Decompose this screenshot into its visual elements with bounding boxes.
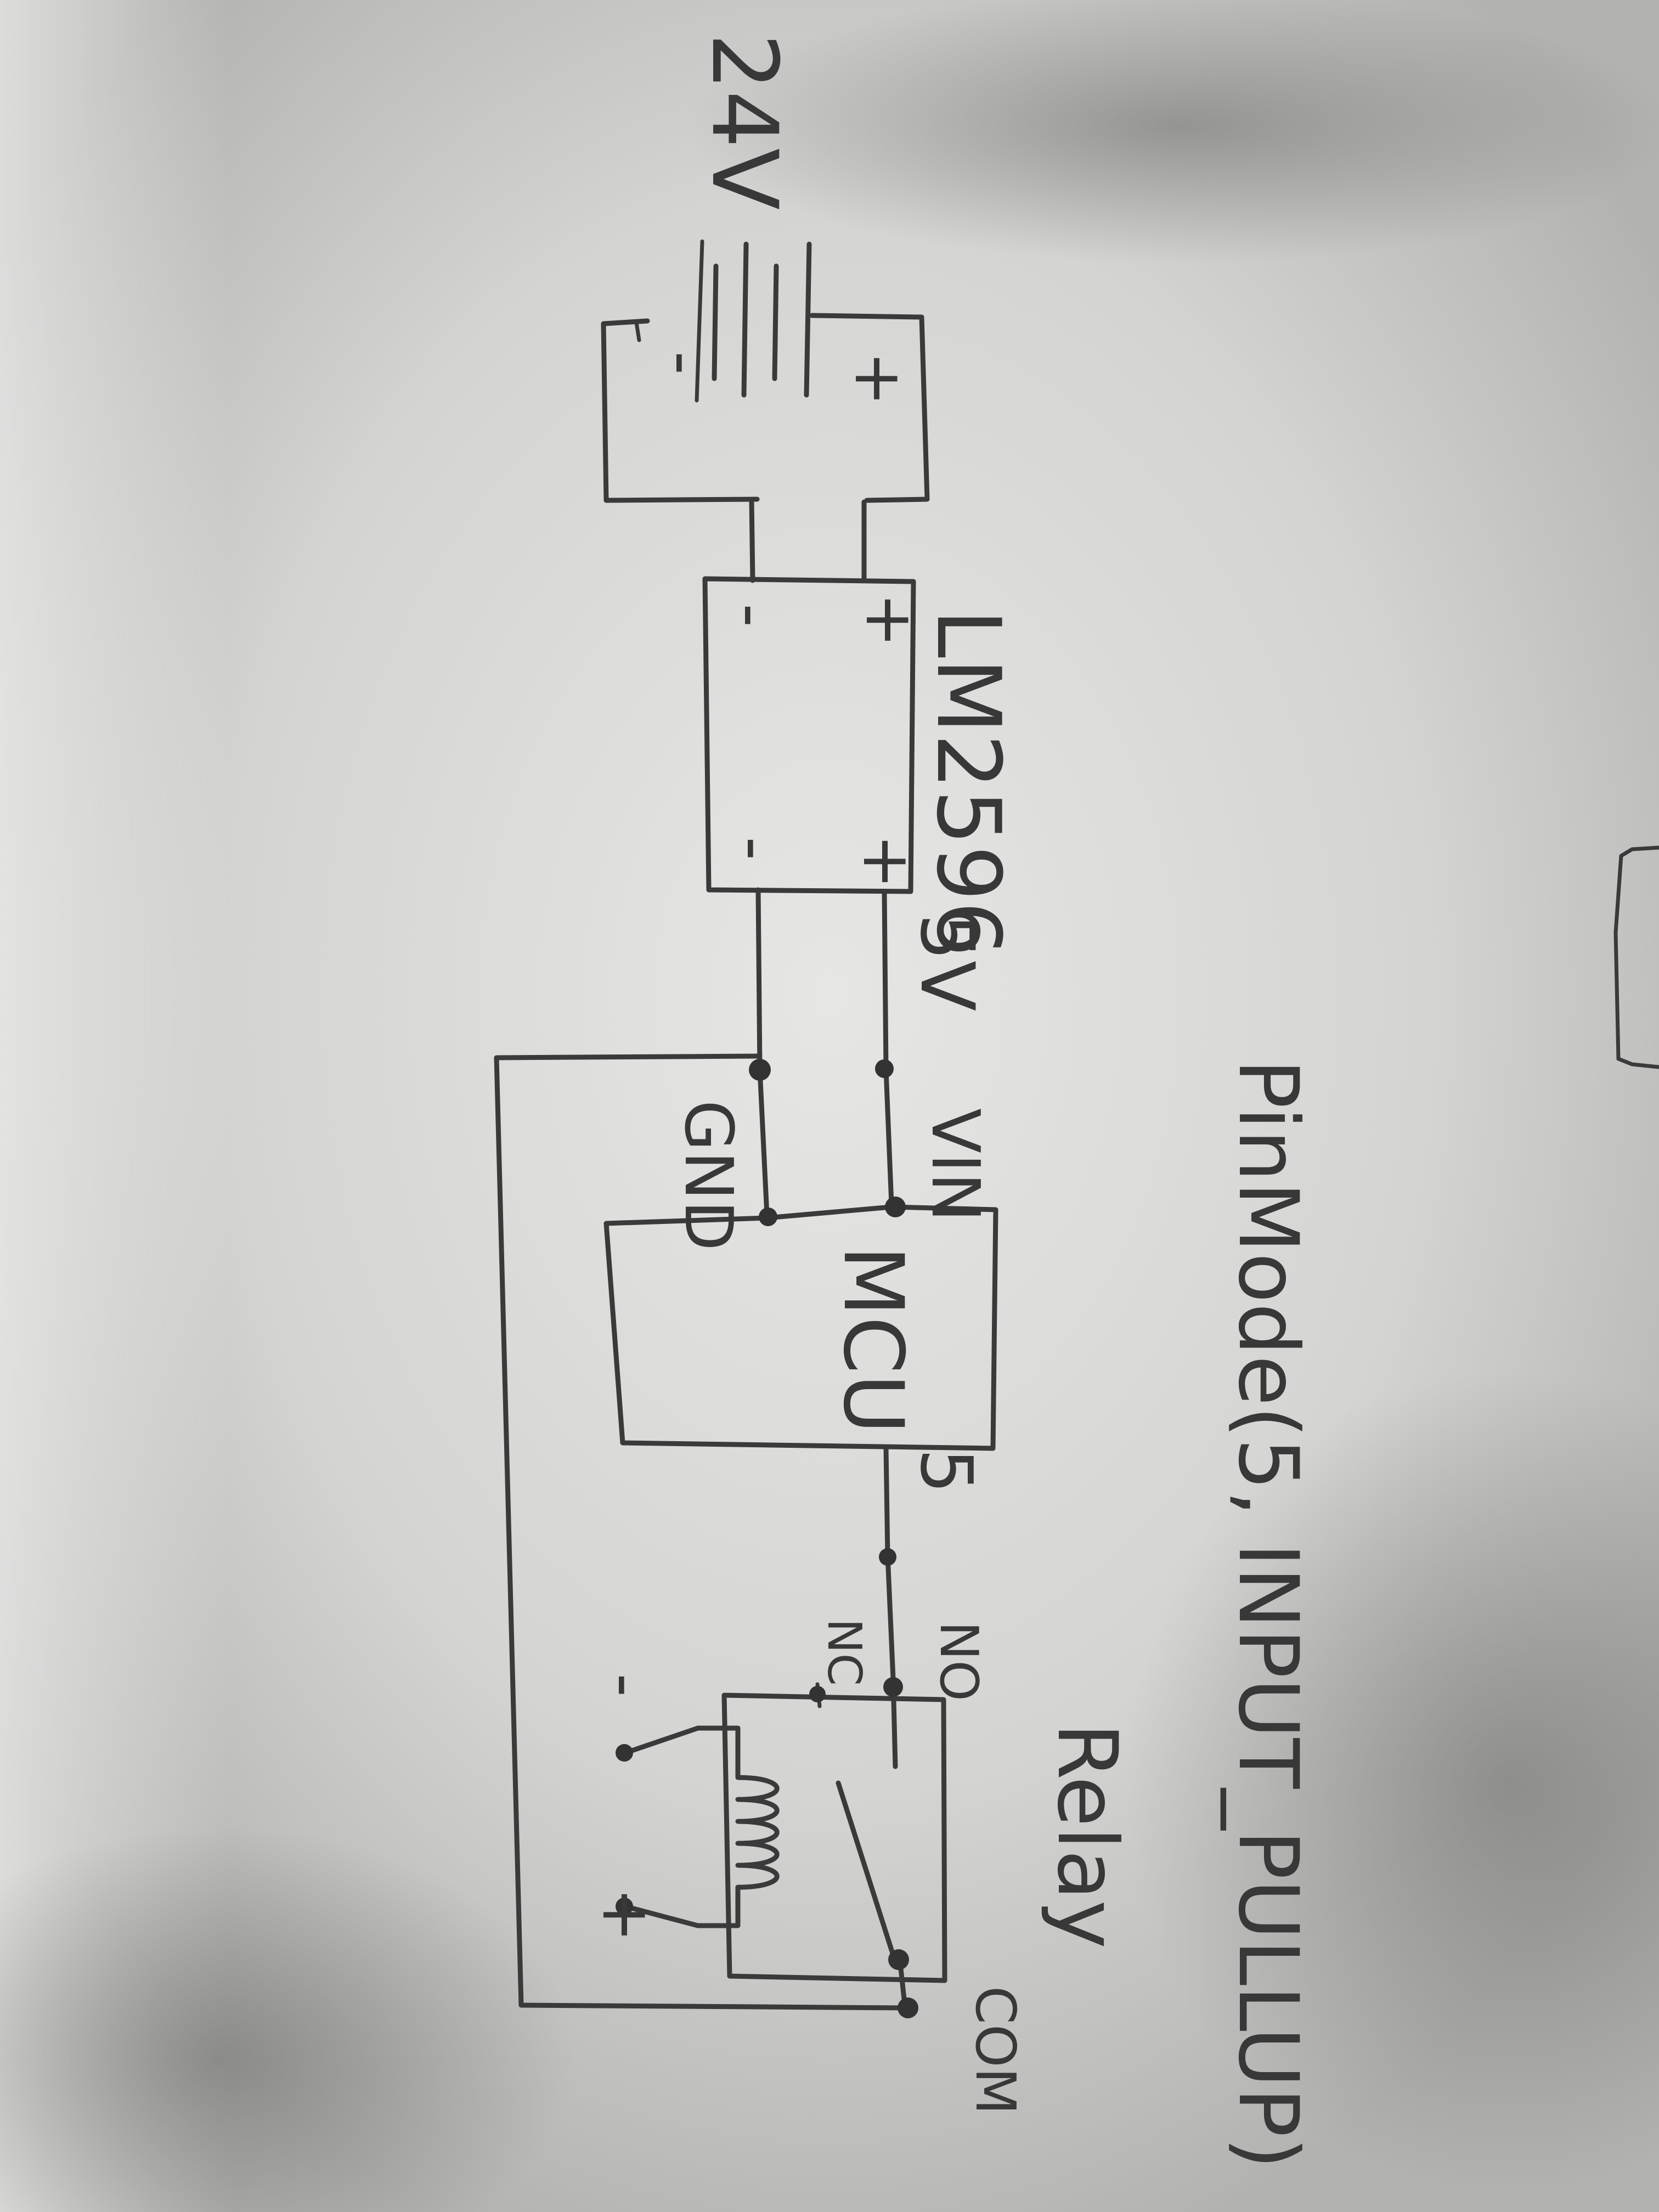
relay-no-label: NO: [928, 1621, 989, 1701]
coil-plus-lead: [623, 1904, 741, 1928]
relay-coil: [735, 1753, 780, 1912]
reg-in-plus-label: +: [851, 592, 927, 648]
source-minus-label: -: [645, 351, 721, 375]
reg-in-minus-lead: [749, 498, 755, 583]
reg-out-minus-label: -: [716, 837, 793, 860]
reg-output-voltage-label: 5V: [904, 913, 990, 1011]
coil-minus-lead: [623, 1725, 741, 1758]
coil-minus-node: [616, 1744, 633, 1762]
com-ground-junction: [898, 1997, 918, 2018]
source-positive-wire: [809, 313, 930, 503]
source-plus-label: +: [840, 351, 916, 407]
relay-box: [721, 1692, 947, 1983]
lm2596-module-box: [702, 576, 916, 894]
relay-nc-label: NC: [817, 1618, 871, 1686]
coil-plus-node: [616, 1898, 633, 1915]
junction-gnd: [749, 1059, 771, 1081]
relay-com-label: COM: [963, 1986, 1028, 2115]
partial-box-right-edge: [1613, 845, 1659, 1069]
regulator-name-label: LM2596: [917, 609, 1020, 957]
coil-minus-label: -: [588, 1673, 664, 1697]
relay-no-node: [883, 1677, 903, 1697]
mcu-pin-label: 5: [905, 1448, 988, 1494]
reg-out-plus-label: +: [848, 834, 924, 889]
source-negative-wire: [601, 318, 760, 503]
shadow-bottom-left: [0, 1827, 576, 2212]
coil-plus-label: +: [588, 1887, 664, 1943]
pin5-junction: [879, 1548, 896, 1566]
source-voltage-label: 24V: [692, 33, 797, 210]
relay-com-node: [888, 1949, 909, 1970]
battery-24v-symbol: [695, 239, 812, 403]
pinmode-code-note: PinMode(5, INPUT_PULLUP): [1220, 1059, 1316, 2169]
relay-nc-node: [809, 1686, 826, 1702]
mcu-vin-label: VIN: [917, 1108, 993, 1222]
junction-5v: [875, 1059, 894, 1078]
hand-shadow: [1125, 1372, 1659, 2194]
mcu-vin-node: [885, 1197, 906, 1217]
reg-in-minus-label: -: [714, 603, 790, 627]
relay-switch-blade: [836, 1780, 897, 1961]
shadow-top: [686, 0, 1659, 263]
mcu-gnd-node: [759, 1207, 777, 1226]
mcu-name-label: MCU: [825, 1245, 921, 1434]
mcu-gnd-label: GND: [670, 1100, 746, 1251]
ground-return-loop: [494, 1053, 911, 2011]
relay-name-label: Relay: [1039, 1723, 1135, 1949]
source-minus-tick: [634, 320, 641, 342]
